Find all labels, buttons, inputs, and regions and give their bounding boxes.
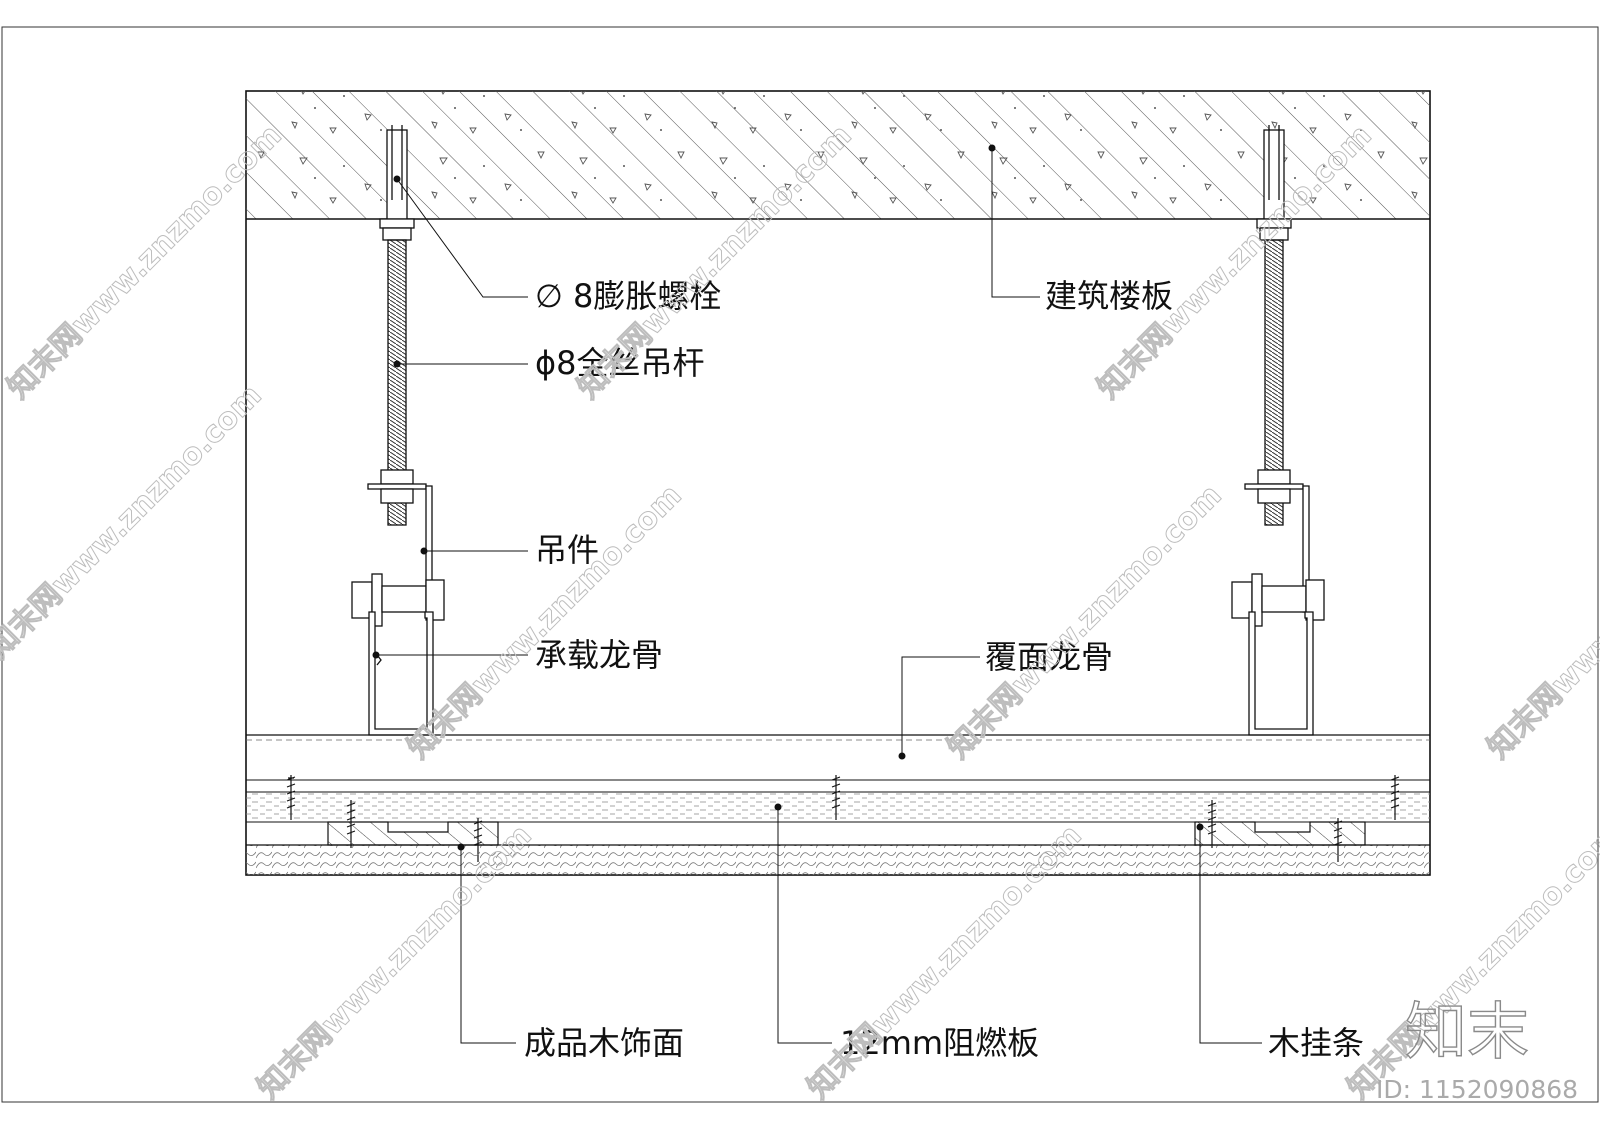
watermark-text: 知末网www.znzmo.com	[1481, 478, 1600, 766]
cover-keel	[246, 734, 1430, 781]
leader-lines	[372, 144, 1262, 1044]
label-fire-board: 12mm阻燃板	[840, 1024, 1039, 1062]
watermark-logo: 知末	[1405, 995, 1529, 1068]
label-expansion-bolt: ∅ 8膨胀螺栓	[535, 277, 721, 315]
label-floor-slab: 建筑楼板	[1045, 277, 1173, 315]
watermark-text: 知末网www.znzmo.com	[941, 478, 1229, 766]
watermark-text: 知末网www.znzmo.com	[0, 378, 269, 666]
watermarks: 知末网www.znzmo.com 知末网www.znzmo.com 知末网www…	[0, 117, 1600, 1106]
sheet-border	[1, 26, 1599, 1103]
watermark-id: ID: 1152090868	[1376, 1075, 1578, 1104]
floor-slab	[246, 91, 1430, 220]
wood-strips	[327, 821, 1366, 846]
right-hanger-assembly	[1231, 125, 1325, 736]
label-wood-finish: 成品木饰面	[524, 1024, 684, 1062]
fire-board-layer	[246, 791, 1430, 823]
watermark-text: 知末网www.znzmo.com	[401, 478, 689, 766]
label-threaded-rod: ϕ8全丝吊杆	[535, 344, 704, 382]
label-main-keel: 承载龙骨	[535, 636, 663, 674]
wood-finish-panel	[246, 844, 1430, 875]
label-cover-keel: 覆面龙骨	[985, 638, 1113, 676]
label-wood-strip: 木挂条	[1268, 1024, 1364, 1062]
label-hanger: 吊件	[535, 531, 599, 569]
